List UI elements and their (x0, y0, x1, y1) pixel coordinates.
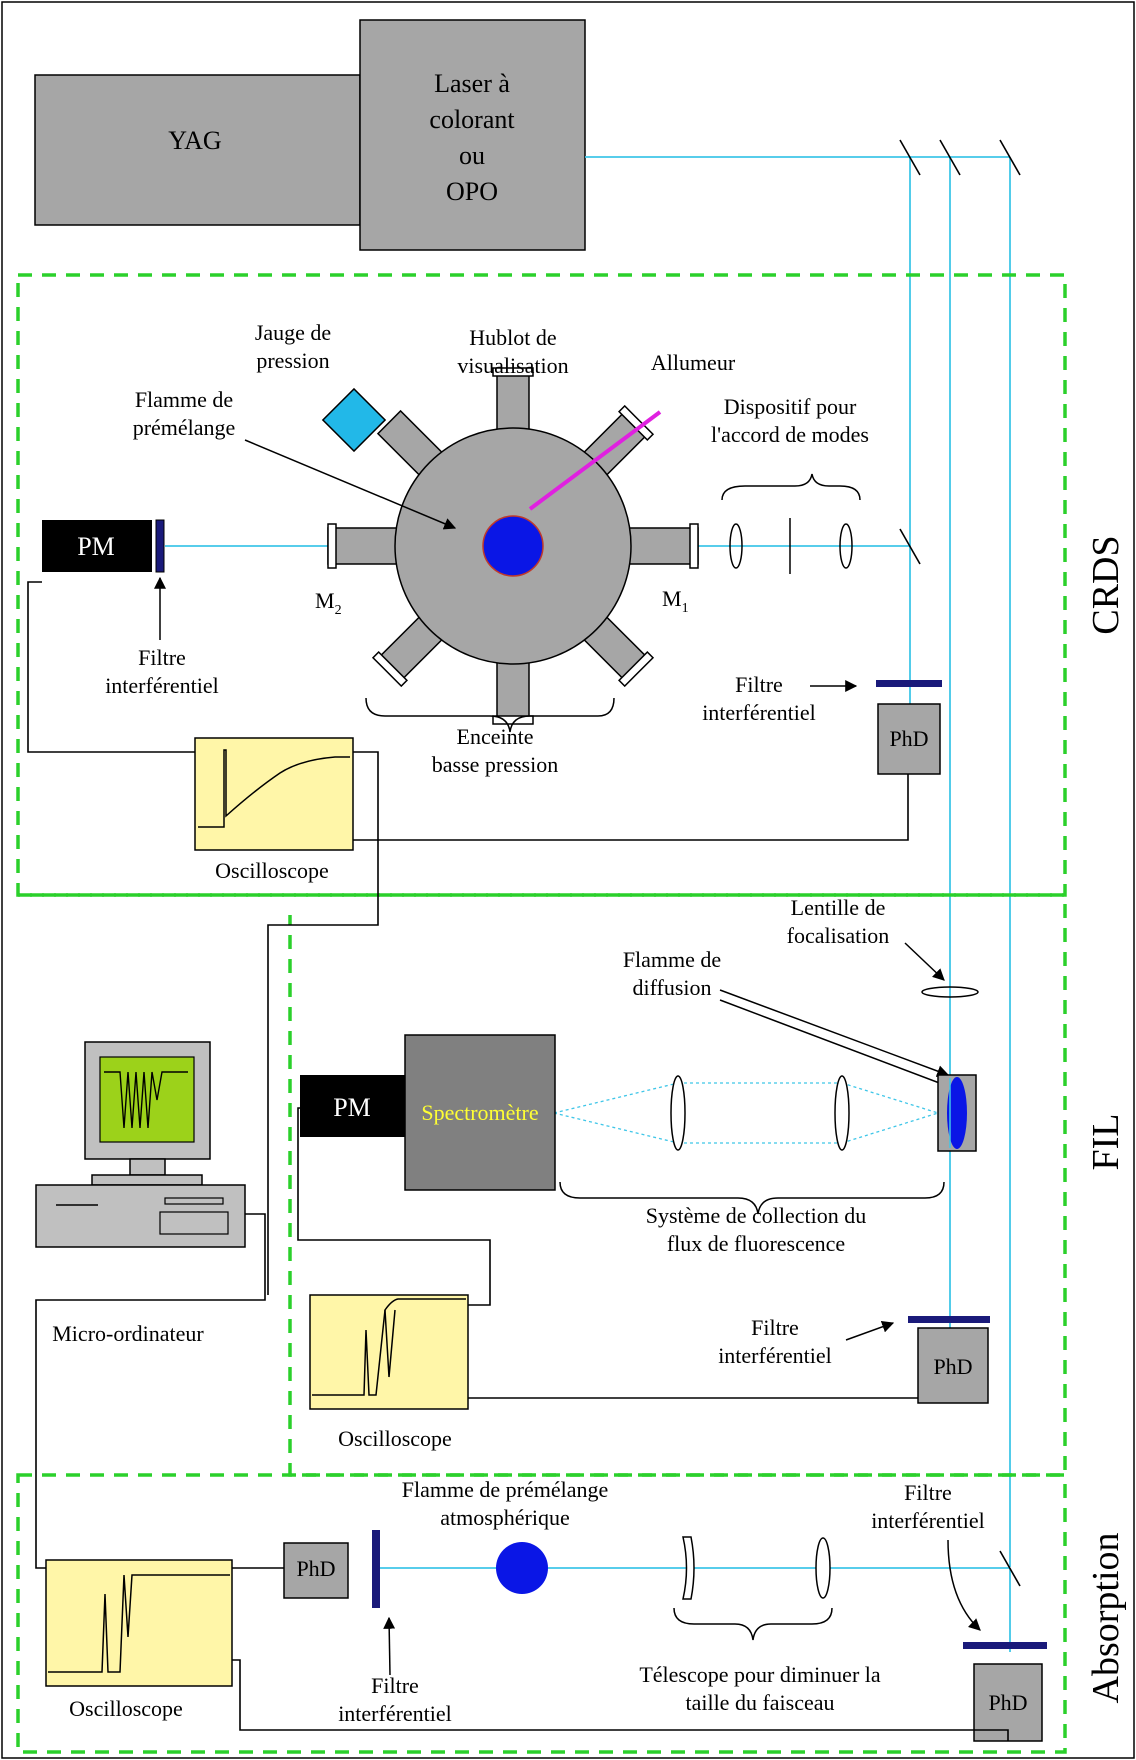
dispositif-line-1: Dispositif pour (724, 394, 857, 419)
fil-pm-label: PM (333, 1093, 371, 1122)
absorption-filter-left-line-2: interférentiel (338, 1701, 452, 1726)
crds-phd-label: PhD (889, 726, 928, 751)
dispositif-line-2: l'accord de modes (711, 422, 869, 447)
laser-label-line-4: OPO (446, 177, 498, 206)
laser-label-line-2: colorant (429, 105, 515, 134)
absorption-phd-left-label: PhD (296, 1556, 335, 1581)
systeme-line-1: Système de collection du (646, 1203, 867, 1228)
absorption-phd-right-label: PhD (988, 1690, 1027, 1715)
absorption-zone (16, 1473, 1067, 1754)
jauge-label-line-2: pression (256, 348, 329, 373)
crds-filter-right-line-2: interférentiel (702, 700, 816, 725)
hublot-label-line-2: visualisation (457, 353, 568, 378)
fil-filter-line-2: interférentiel (718, 1343, 832, 1368)
absorption-flamme-line-2: atmosphérique (440, 1505, 570, 1530)
enceinte-line-1: Enceinte (457, 724, 534, 749)
yag-label: YAG (168, 126, 221, 155)
dye-laser-opo: Laser à colorant ou OPO (359, 19, 586, 251)
collection-optics (553, 1075, 939, 1151)
absorption-photodiode-left: PhD (283, 1542, 349, 1599)
fil-zone (18, 893, 1067, 1477)
fil-wiring (35, 1107, 918, 1569)
lentille-line-1: Lentille de (791, 895, 886, 920)
focusing-lens (921, 986, 979, 998)
mode-matching-brace (721, 473, 861, 501)
micro-ordinateur-label: Micro-ordinateur (52, 1321, 204, 1346)
section-label-crds: CRDS (1085, 535, 1127, 634)
absorption-oscilloscope: Oscilloscope (45, 1559, 233, 1721)
crds-oscilloscope-label: Oscilloscope (215, 858, 329, 883)
systeme-line-2: flux de fluorescence (667, 1231, 845, 1256)
crds-filter-left-line-2: interférentiel (105, 673, 219, 698)
spectrometer-label: Spectromètre (421, 1100, 538, 1125)
absorption-filter-right-line-2: interférentiel (871, 1508, 985, 1533)
fil-photodiode: PhD (917, 1327, 989, 1404)
telescope-line-2: taille du faisceau (685, 1690, 834, 1715)
fil-oscilloscope: Oscilloscope (309, 1294, 469, 1451)
absorption-photodiode-right: PhD (973, 1663, 1043, 1742)
hublot-label-line-1: Hublot de (469, 325, 556, 350)
jauge-label-line-1: Jauge de (255, 320, 331, 345)
laser-label-line-1: Laser à (434, 69, 510, 98)
chamber-brace (365, 697, 615, 733)
flamme-premelange-line-1: Flamme de (135, 387, 233, 412)
low-pressure-chamber (327, 367, 699, 725)
fil-filter-line-1: Filtre (751, 1315, 799, 1340)
crds-photodiode: PhD (877, 703, 941, 775)
telescope-line-1: Télescope pour diminuer la (639, 1662, 881, 1687)
absorption-filter-left (372, 1530, 380, 1608)
absorption-filter-left-line-1: Filtre (371, 1673, 419, 1698)
absorption-flamme-line-1: Flamme de prémélange (402, 1477, 608, 1502)
flamme-diffusion-line-2: diffusion (632, 975, 711, 1000)
diffusion-flame-burner (937, 1074, 977, 1152)
absorption-filter-right (963, 1642, 1047, 1649)
telescope-optics (682, 1536, 831, 1600)
micro-computer (35, 1041, 246, 1248)
lentille-line-2: focalisation (787, 923, 890, 948)
crds-pm-label: PM (77, 532, 115, 561)
laser-label-line-3: ou (459, 141, 485, 170)
flamme-diffusion-line-1: Flamme de (623, 947, 721, 972)
absorption-oscilloscope-label: Oscilloscope (69, 1696, 183, 1721)
m2-label: M2 (315, 588, 342, 618)
flamme-premelange-line-2: prémélange (133, 415, 236, 440)
igniter-rod (528, 410, 662, 511)
fil-oscilloscope-label: Oscilloscope (338, 1426, 452, 1451)
m1-label: M1 (662, 586, 689, 616)
section-label-fil: FIL (1085, 1114, 1127, 1171)
yag-laser: YAG (34, 74, 361, 226)
crds-oscilloscope: Oscilloscope (194, 737, 354, 883)
fil-phd-label: PhD (933, 1354, 972, 1379)
telescope-brace (673, 1607, 833, 1641)
fil-pm: PM (300, 1075, 405, 1137)
pressure-gauge (321, 387, 387, 453)
crds-pm: PM (42, 519, 165, 573)
crds-filter-right-line-1: Filtre (735, 672, 783, 697)
crds-zone (16, 273, 1067, 897)
absorption-wiring (232, 1567, 1009, 1741)
crds-filter-left-line-1: Filtre (138, 645, 186, 670)
spectrometer: Spectromètre (404, 1034, 556, 1191)
crds-wiring (27, 581, 909, 1295)
collection-brace (559, 1181, 945, 1215)
atmospheric-premixed-flame (496, 1542, 548, 1594)
mode-matching-optics (729, 518, 853, 574)
section-label-absorption: Absorption (1085, 1533, 1127, 1704)
crds-filter-right (876, 680, 942, 687)
absorption-filter-right-line-1: Filtre (904, 1480, 952, 1505)
beam-splitter-mirrors (899, 139, 1021, 1587)
allumeur-label: Allumeur (651, 350, 736, 375)
enceinte-line-2: basse pression (432, 752, 558, 777)
fil-filter (908, 1316, 990, 1323)
